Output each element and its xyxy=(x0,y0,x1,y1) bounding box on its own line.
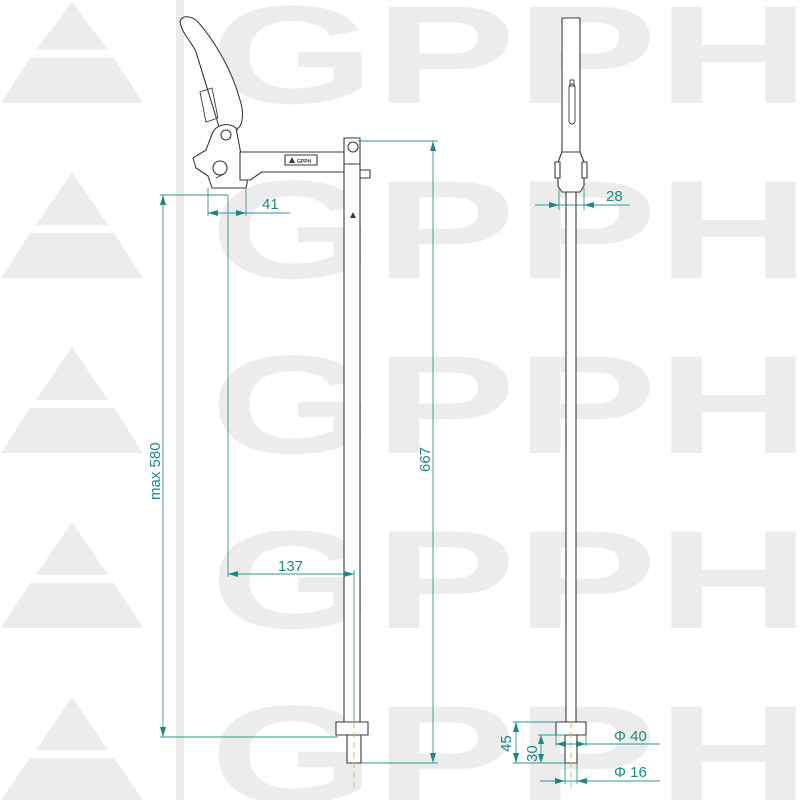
front-view xyxy=(554,17,588,790)
clamp-pad xyxy=(335,721,369,736)
dim-reach: 137 xyxy=(278,558,303,575)
dim-pin-height: 30 xyxy=(524,745,541,762)
side-view: GPPH xyxy=(179,16,371,790)
spindle-rod xyxy=(343,163,361,723)
dim-lever-offset: 41 xyxy=(262,196,279,213)
pyramid-logo-icon xyxy=(1,2,143,103)
dim-max-height: max 580 xyxy=(147,442,164,500)
pyramid-logo-icon xyxy=(1,172,143,278)
dim-front-width: 28 xyxy=(606,188,623,205)
watermark-text: GPPH xyxy=(210,676,800,800)
dim-total-height: 667 xyxy=(417,447,434,472)
clamp-handle xyxy=(179,16,243,133)
pyramid-logo-icon xyxy=(1,347,143,453)
watermark-text: GPPH xyxy=(210,501,800,658)
watermark-text: GPPH xyxy=(210,326,800,483)
pad-pin xyxy=(346,734,362,764)
rod-front xyxy=(565,191,577,723)
label-plate xyxy=(284,154,318,166)
dim-pad-diameter: Φ 40 xyxy=(614,728,647,745)
watermark-text: GPPH xyxy=(210,151,800,308)
pyramid-logo-icon xyxy=(1,697,143,800)
label-plate-text: GPPH xyxy=(297,159,312,165)
watermark-text: GPPH xyxy=(210,0,800,133)
dim-pin-diameter: Φ 16 xyxy=(614,764,647,781)
clamp-body xyxy=(192,124,249,189)
pin-front xyxy=(564,734,578,764)
dim-pad-height: 45 xyxy=(498,735,515,752)
pyramid-logo-icon xyxy=(1,522,143,628)
dimensions: 41 max 580 667 137 28 xyxy=(147,140,660,784)
